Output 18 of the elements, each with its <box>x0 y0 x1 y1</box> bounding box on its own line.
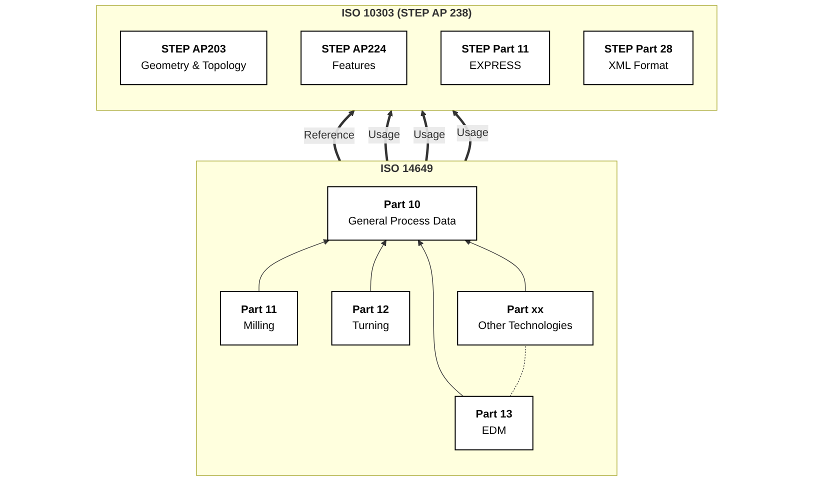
edge-label: Reference <box>304 129 354 142</box>
node-box: Part 10 General Process Data <box>326 186 477 241</box>
arrow <box>258 239 330 292</box>
node-box: STEP AP203 Geometry & Topology <box>120 30 268 86</box>
edge-label: Usage <box>456 127 488 139</box>
node-box: Part 13 EDM <box>454 396 534 450</box>
node-box: STEP AP224 Features <box>300 30 408 86</box>
node-box: Part 11 Milling <box>220 291 298 346</box>
node-box: STEP Part 28 XML Format <box>583 30 694 86</box>
node-box: STEP Part 11 EXPRESS <box>440 30 550 86</box>
edge-label: Usage <box>413 129 445 141</box>
node-box: Part xx Other Technologies <box>456 291 594 346</box>
edge-label: Usage <box>368 129 400 141</box>
arrow <box>418 240 464 397</box>
arrow <box>464 240 526 292</box>
node-box: Part 12 Turning <box>331 291 410 346</box>
connector <box>509 344 526 397</box>
arrow <box>370 240 386 292</box>
